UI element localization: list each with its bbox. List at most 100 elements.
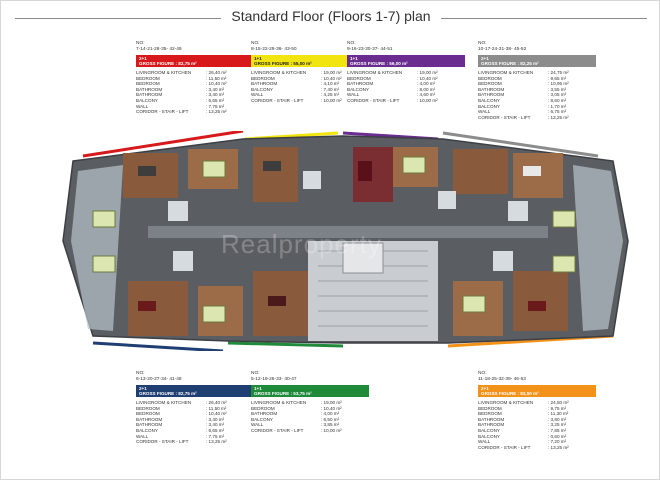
area-value: : 6,65 m² — [206, 97, 225, 103]
area-value: : 13,25 m² — [548, 444, 569, 450]
bed — [92, 210, 116, 228]
area-label: BALCONY — [251, 416, 273, 422]
area-row: BEDROOM: 10,40 m² — [251, 76, 369, 82]
area-label: BALCONY — [478, 427, 500, 433]
area-row: BATHROOM: 3,40 m² — [136, 417, 254, 423]
area-label: BATHROOM — [251, 81, 278, 87]
bed — [552, 210, 576, 228]
area-label: BATHROOM — [478, 422, 505, 428]
area-value: : 10,40 m² — [206, 81, 227, 87]
unit-gross-figure: GROSS FIGURE : 56,00 m² — [350, 61, 408, 67]
unit-card-bottom-2: NO: 5-12-19-26-33- 40-47 1+1 GROSS FIGUR… — [251, 371, 369, 434]
title-bar: Standard Floor (Floors 1-7) plan — [1, 8, 660, 28]
area-row: CORIDOR - STAIR - LIFT: 13,25 m² — [478, 115, 596, 121]
area-label: BATHROOM — [478, 416, 505, 422]
bed — [202, 160, 226, 178]
area-row: BEDROOM: 11,30 m² — [478, 411, 596, 417]
unit-area-list: LIVINGROOM & KITCHEN: 19,00 m² BEDROOM: … — [347, 70, 465, 104]
area-row: BATHROOM: 3,55 m² — [478, 87, 596, 93]
unit-no-label: NO: — [347, 41, 356, 46]
area-row: BALCONY: 1,70 m² — [478, 104, 596, 110]
unit-apartment-numbers: 6-13-20-27-34- 41-48 — [136, 376, 182, 382]
area-row: BALCONY: 6,65 m² — [136, 428, 254, 434]
area-row: LIVINGROOM & KITCHEN : 19,00 m² — [251, 70, 369, 76]
area-label: BEDROOM — [478, 405, 502, 411]
area-row: LIVINGROOM & KITCHEN: 26,40 m² — [136, 400, 254, 406]
unit-type: 2+1 — [139, 385, 147, 391]
bathroom — [168, 201, 188, 221]
unit-apartment-numbers: 7-14-21-28-35- 42-49 — [136, 46, 182, 52]
balcony-right — [573, 165, 623, 331]
area-value: : 19,00 m² — [321, 70, 342, 75]
area-value: : 7,40 m² — [321, 86, 340, 92]
area-row: BEDROOM: 10,95 m² — [478, 81, 596, 87]
area-row: BEDROOM: 11,50 m² — [136, 406, 254, 412]
area-value: : 7,75 m² — [206, 433, 225, 439]
unit-type: 2+1 — [481, 385, 489, 391]
area-label: BATHROOM — [478, 92, 505, 98]
area-row: WALL : 4,60 m² — [347, 92, 465, 98]
area-value: : 10,40 m² — [321, 405, 342, 411]
area-value: : 4,10 m² — [321, 81, 340, 87]
unit-no-label: NO: — [251, 371, 260, 376]
unit-card-top-1: NO: 7-14-21-28-35- 42-49 2+1 GROSS FIGUR… — [136, 41, 254, 115]
area-value: : 19,00 m² — [417, 70, 438, 75]
area-value: : 10,00 m² — [321, 427, 342, 433]
area-value: : 19,00 m² — [321, 400, 342, 405]
bed — [92, 255, 116, 273]
area-value: : 3,40 m² — [206, 422, 225, 428]
unit-type: 2+1 — [481, 55, 489, 61]
area-value: : 6,50 m² — [321, 416, 340, 422]
area-row: BATHROOM : 3,40 m² — [136, 422, 254, 428]
unit-area-list: LIVINGROOM & KITCHEN: 26,40 m² BEDROOM: … — [136, 70, 254, 115]
area-value: : 11,50 m² — [206, 405, 227, 411]
floor-plan-drawing — [62, 131, 629, 351]
area-value: : 10,00 m² — [321, 97, 342, 103]
outline-navy — [92, 341, 224, 351]
area-row: LIVINGROOM & KITCHEN: 24,75 m² — [478, 70, 596, 76]
unit-area-list: LIVINGROOM & KITCHEN: 24,50 m² BEDROOM: … — [478, 400, 596, 450]
area-row: BEDROOM: 9,65 m² — [478, 76, 596, 82]
bed — [552, 255, 576, 273]
area-row: BATHROOM: 4,00 m² — [347, 81, 465, 87]
area-label: BALCONY — [478, 97, 500, 103]
area-row: BALCONY : 6,65 m² — [136, 98, 254, 104]
area-value: : 3,80 m² — [548, 416, 567, 422]
unit-no-label: NO: — [478, 371, 487, 376]
area-label: BALCONY — [136, 97, 158, 103]
area-label: BEDROOM — [478, 411, 502, 417]
area-row: WALL: 6,75 m² — [478, 109, 596, 115]
area-value: : 10,40 m² — [417, 75, 438, 81]
area-label: LIVINGROOM & KITCHEN — [251, 70, 307, 75]
area-value: : 3,55 m² — [548, 86, 567, 92]
area-value: : 4,60 m² — [417, 92, 436, 98]
area-value: : 8,60 m² — [548, 97, 567, 103]
area-value: : 10,40 m² — [206, 411, 227, 417]
area-value: : 7,20 m² — [548, 439, 567, 445]
area-label: BEDROOM — [251, 405, 275, 411]
area-label: WALL — [478, 109, 491, 115]
area-label: LIVINGROOM & KITCHEN — [347, 70, 403, 75]
area-label: WALL — [347, 92, 360, 98]
bed — [202, 305, 226, 323]
area-label: LIVINGROOM & KITCHEN — [136, 400, 192, 405]
area-value: : 4,00 m² — [321, 411, 340, 417]
unit-no-label: NO: — [136, 371, 145, 376]
area-value: : 3,40 m² — [206, 92, 225, 98]
area-label: BATHROOM — [136, 422, 163, 428]
unit-card-bottom-3: NO: 11-18-25-32-39- 46-53 2+1 GROSS FIGU… — [478, 371, 596, 450]
area-value: : 4,00 m² — [417, 81, 436, 87]
area-row: LIVINGROOM & KITCHEN: 26,40 m² — [136, 70, 254, 76]
area-label: CORIDOR - STAIR - LIFT — [347, 97, 400, 103]
area-value: : 24,75 m² — [548, 70, 569, 75]
area-value: : 4,25 m² — [321, 92, 340, 98]
area-label: BEDROOM — [251, 75, 275, 81]
area-value: : 7,75 m² — [206, 103, 225, 109]
area-row: CORIDOR - STAIR - LIFT: 10,00 m² — [251, 98, 369, 104]
sofa — [358, 161, 372, 181]
unit-card-top-4: NO: 10-17-24-31-38- 45-52 2+1 GROSS FIGU… — [478, 41, 596, 120]
area-value: : 26,40 m² — [206, 70, 227, 75]
area-label: LIVINGROOM & KITCHEN — [251, 400, 307, 405]
balcony-left — [71, 165, 123, 331]
